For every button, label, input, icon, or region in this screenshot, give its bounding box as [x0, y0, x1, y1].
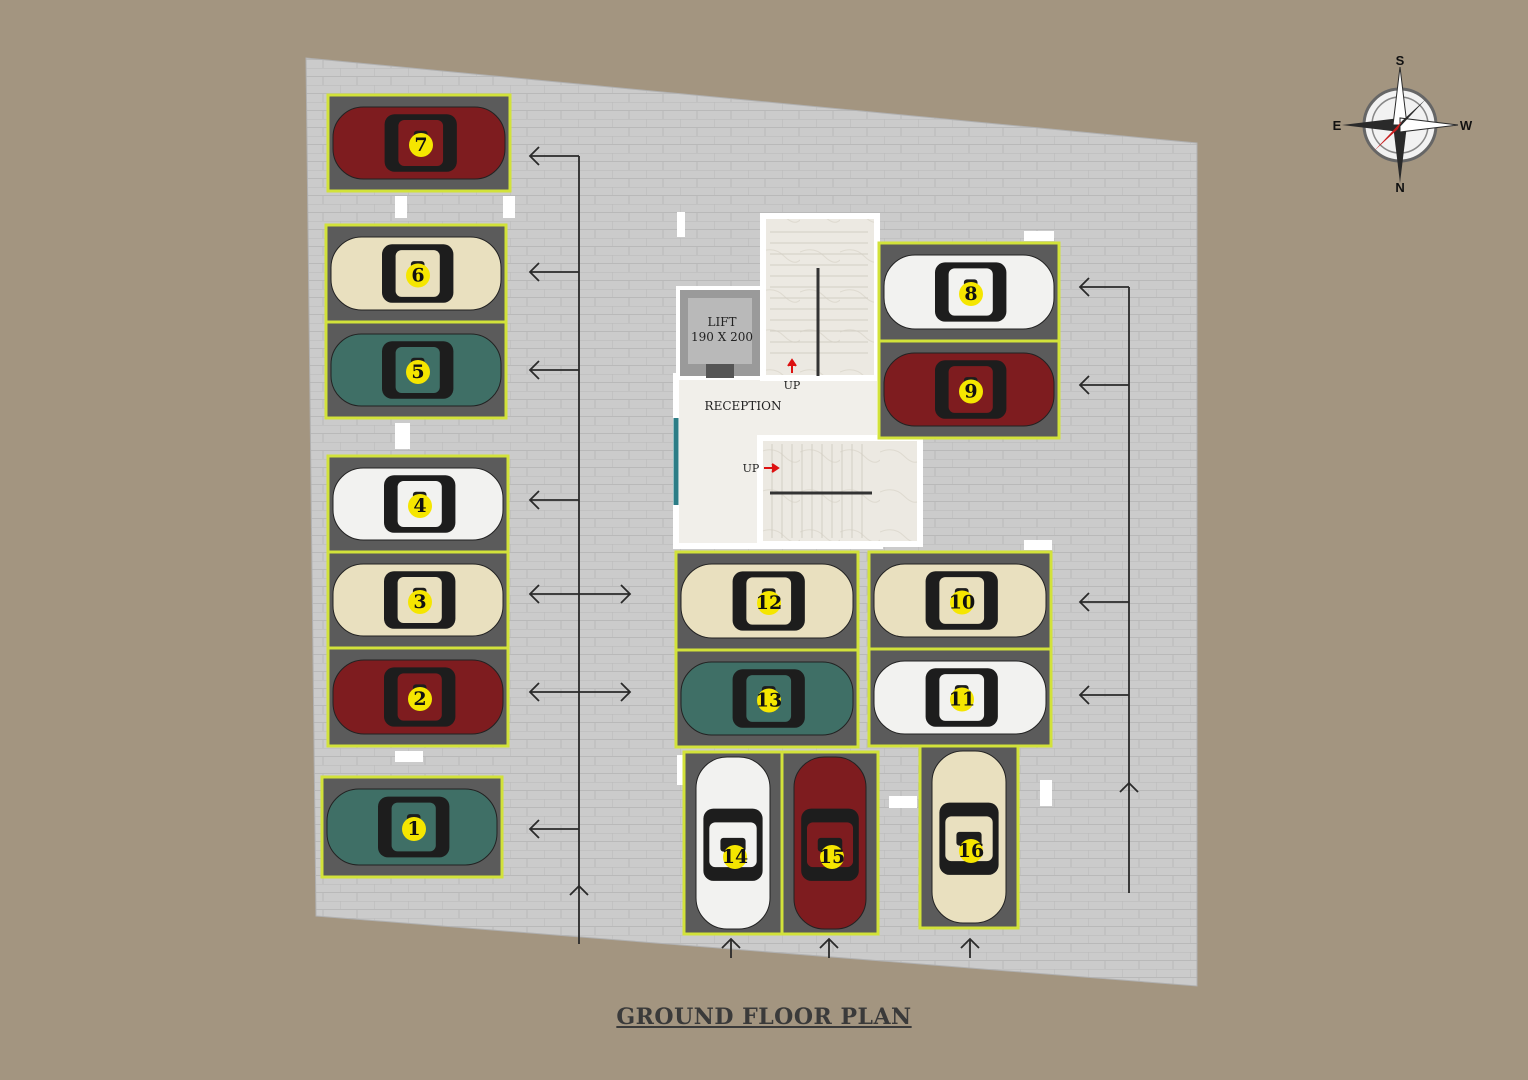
bay-number-16: 16: [958, 840, 984, 862]
parking-bay-11: 11: [867, 647, 1053, 748]
parking-bay-15: 15: [780, 750, 880, 936]
bay-number-badge: [757, 591, 781, 615]
bay-number-badge: [950, 687, 974, 712]
reception-label: RECEPTION: [705, 399, 782, 413]
stair-up-arrow-icon: [764, 463, 780, 473]
parking-bay-8: 8: [877, 241, 1061, 343]
parking-bay-13: 13: [674, 648, 860, 749]
bay-number-badge: [757, 688, 781, 713]
compass-w: W: [1460, 118, 1473, 133]
parking-bay-1: 1: [320, 775, 504, 879]
bay-number-15: 15: [819, 846, 845, 868]
core-block: [673, 213, 923, 549]
parking-bay-4: 4: [326, 454, 510, 554]
bay-number-badge: [820, 845, 844, 869]
lift-label: LIFT: [707, 315, 736, 329]
bay-number-1: 1: [407, 818, 420, 840]
compass-icon: S N E W: [1333, 53, 1473, 195]
bay-number-badge: [406, 263, 430, 288]
bay-number-badge: [959, 839, 983, 863]
stair-treads: [770, 231, 872, 538]
parking-bay-5: 5: [324, 320, 508, 420]
bay-number-14: 14: [722, 846, 748, 868]
bay-number-badge: [406, 360, 430, 384]
parking-bay-3: 3: [326, 550, 510, 650]
parking-bay-2: 2: [326, 646, 510, 748]
parking-bay-9: 9: [877, 339, 1061, 440]
bay-number-3: 3: [413, 591, 426, 613]
parking-bay-16: 16: [918, 744, 1020, 930]
parking-bay-7: 7: [326, 93, 512, 193]
bay-number-badge: [408, 687, 432, 711]
bay-number-4: 4: [413, 495, 426, 517]
bay-number-badge: [959, 282, 983, 306]
parking-bay-10: 10: [867, 550, 1053, 651]
traffic-arrows: [528, 146, 1139, 958]
compass-n: N: [1395, 180, 1404, 195]
bay-number-12: 12: [756, 592, 782, 614]
stair-up-arrow-icon: [787, 358, 797, 373]
bay-number-badge: [408, 590, 432, 614]
compass-e: E: [1333, 118, 1342, 133]
parking-bay-14: 14: [682, 750, 784, 936]
bay-number-7: 7: [414, 134, 427, 156]
bay-number-9: 9: [964, 381, 977, 403]
lift-size: 190 X 200: [691, 330, 753, 344]
bay-number-6: 6: [411, 265, 424, 287]
car-14-icon: [695, 756, 771, 930]
bay-number-8: 8: [964, 283, 977, 305]
bay-number-badge: [408, 494, 432, 518]
bay-number-badge: [409, 133, 433, 157]
bay-number-11: 11: [949, 689, 975, 711]
stairs-up-label-1: UP: [784, 379, 801, 392]
bay-number-5: 5: [411, 361, 424, 383]
bay-number-badge: [723, 845, 747, 869]
parking-bay-6: 6: [324, 223, 508, 324]
bay-number-badge: [950, 590, 974, 615]
compass-s: S: [1396, 53, 1405, 68]
bay-number-badge: [402, 817, 426, 841]
car-15-icon: [793, 756, 867, 930]
car-16-icon: [931, 750, 1007, 924]
plan-title: GROUND FLOOR PLAN: [616, 1004, 912, 1030]
bay-number-badge: [959, 379, 983, 404]
bay-number-10: 10: [949, 592, 975, 614]
bay-number-13: 13: [756, 690, 782, 712]
bay-number-2: 2: [413, 688, 426, 710]
columns: [395, 196, 1054, 808]
stairs-up-label-2: UP: [743, 462, 760, 475]
parking-bay-12: 12: [674, 550, 860, 652]
